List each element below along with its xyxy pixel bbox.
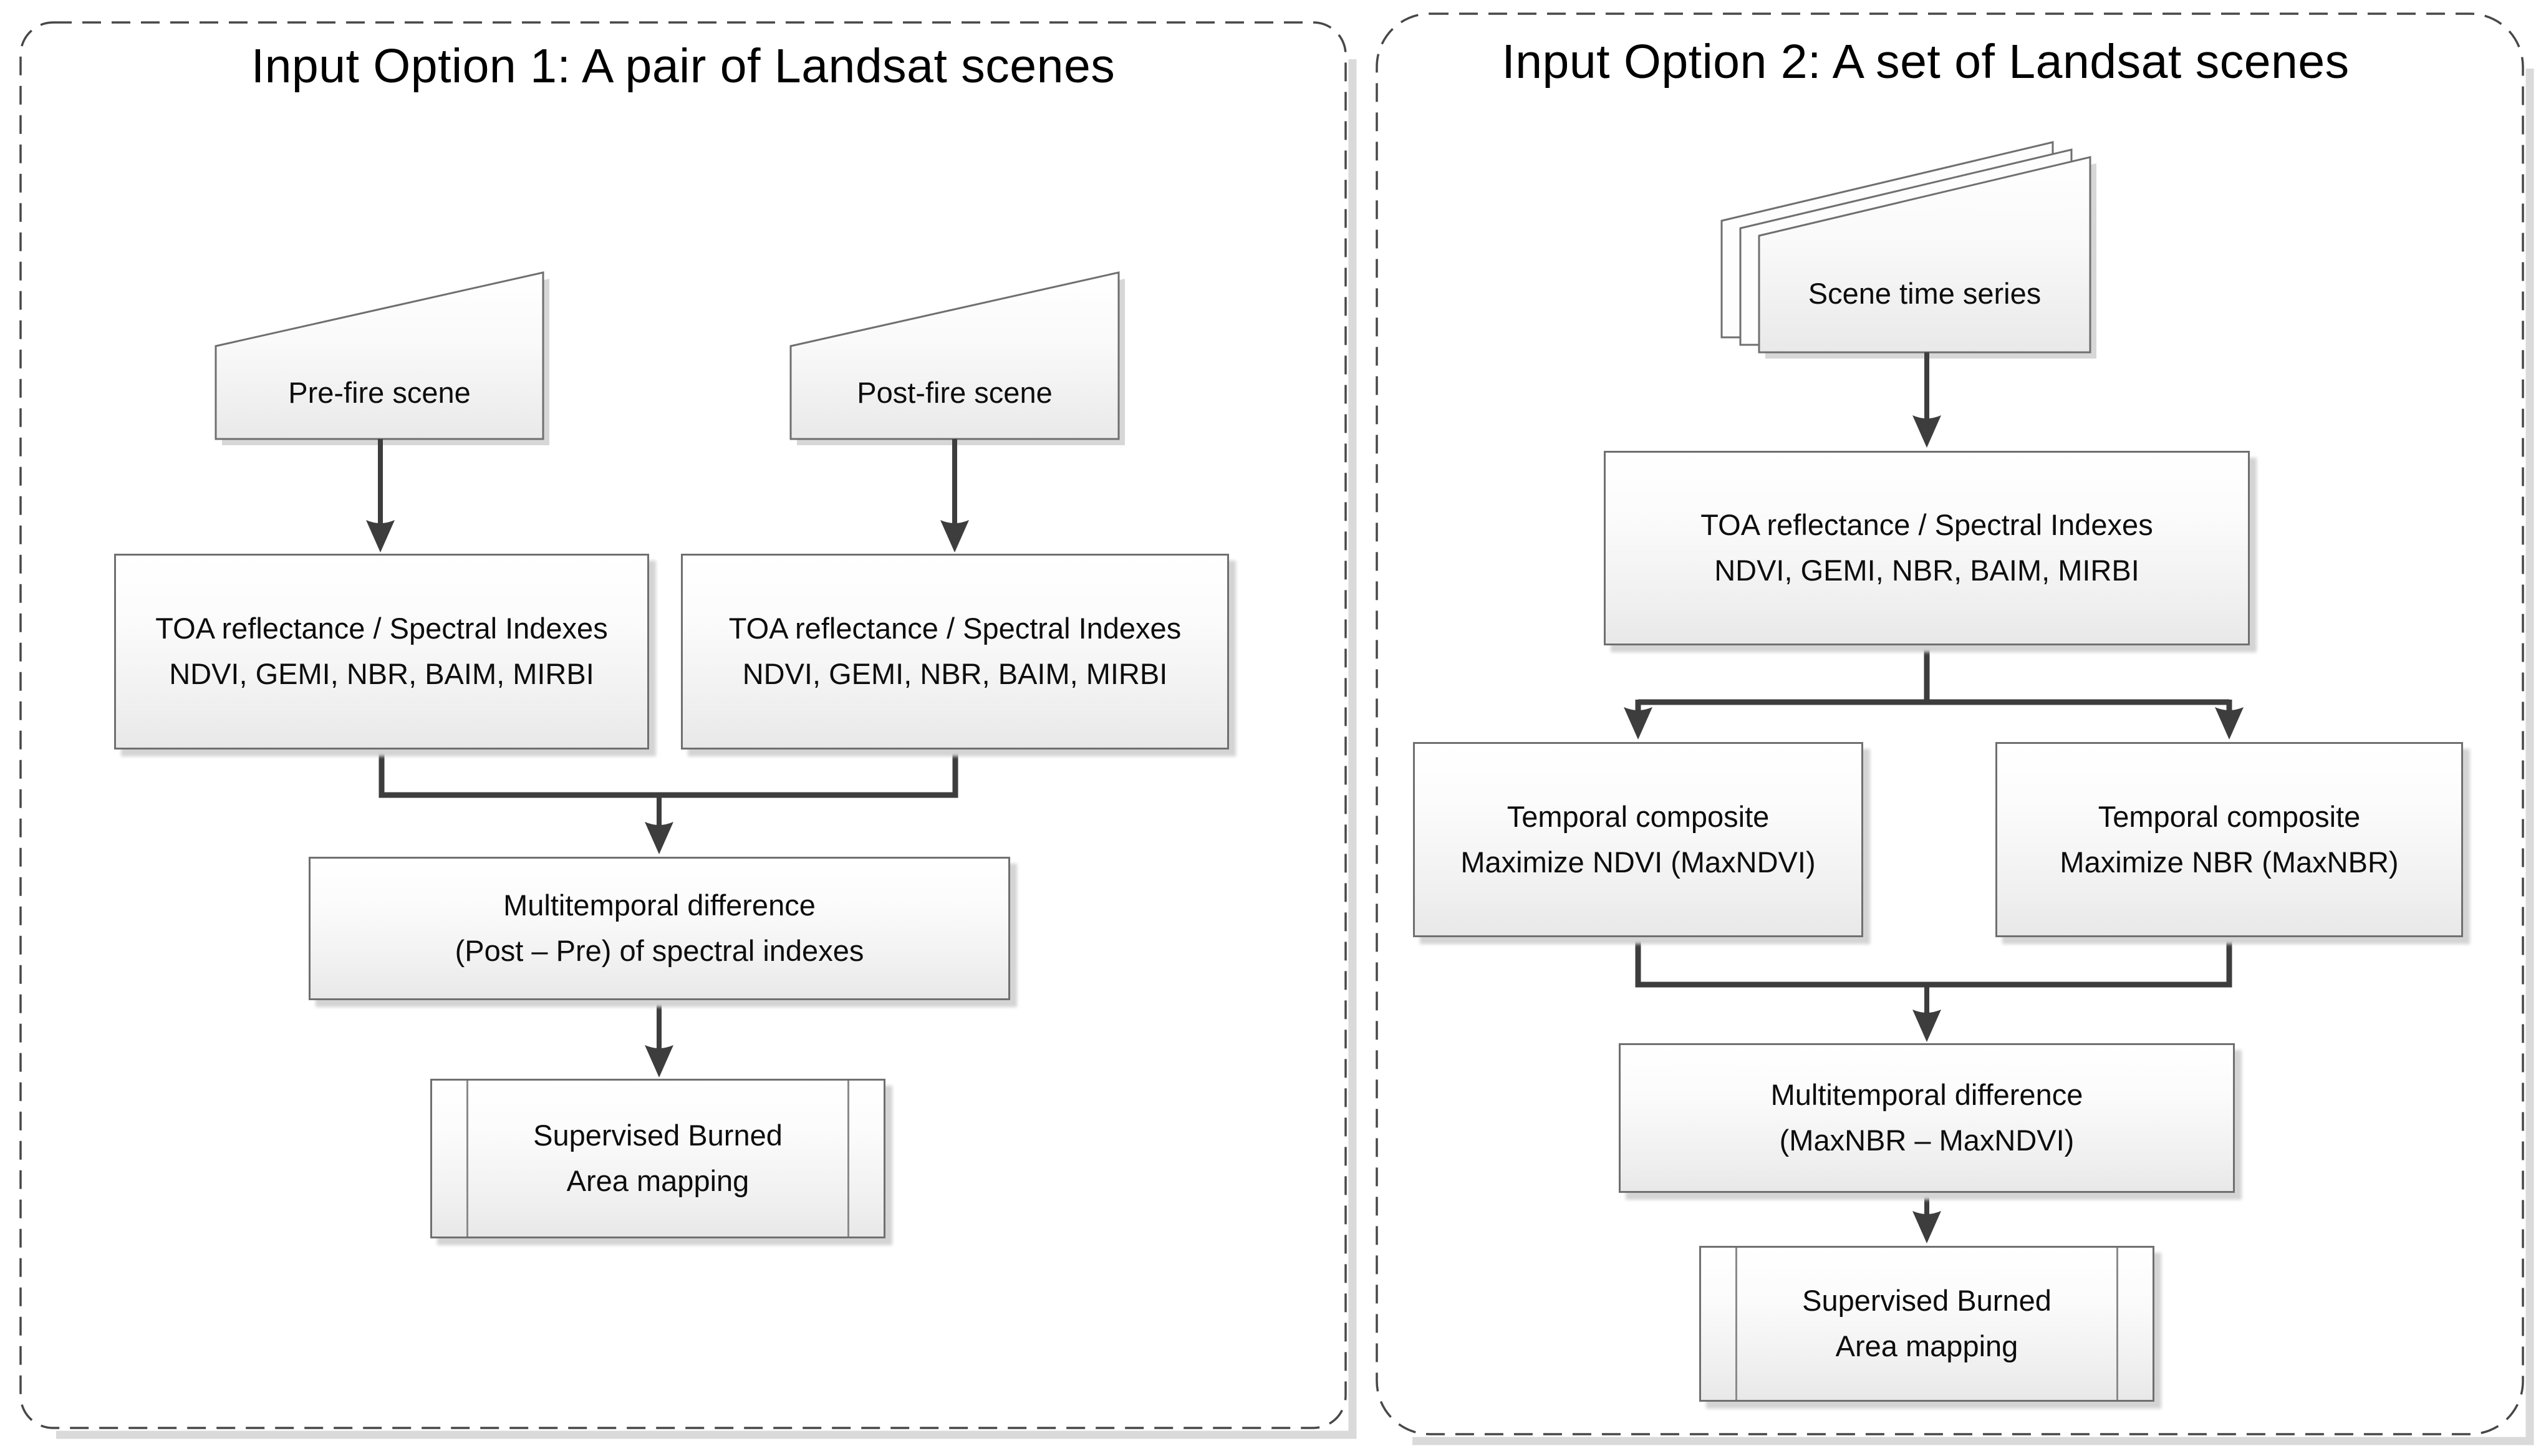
- arrowhead-difference-to-supervised-p2: [1912, 1211, 1941, 1243]
- node-difference-p1-label: Multitemporal difference (Post – Pre) of…: [455, 889, 864, 967]
- node-supervised-p2-label: Supervised Burned Area mapping: [1802, 1284, 2052, 1362]
- connector-composite-merge-p2: [1635, 937, 2232, 988]
- scene-stack-label: Scene time series: [1808, 276, 2042, 310]
- node-toa-p2: TOA reflectance / Spectral Indexes NDVI,…: [1604, 451, 2250, 645]
- panel1-shadow: [56, 59, 1357, 1439]
- node-toa-right: TOA reflectance / Spectral Indexes NDVI,…: [681, 554, 1229, 750]
- panel2-title: Input Option 2: A set of Landsat scenes: [1502, 35, 2350, 89]
- node-supervised-p1: Supervised Burned Area mapping: [430, 1079, 885, 1238]
- connector-toa-split-p2: [1635, 645, 2232, 711]
- node-max-ndvi-label: Temporal composite Maximize NDVI (MaxNDV…: [1460, 799, 1816, 879]
- node-toa-left: TOA reflectance / Spectral Indexes NDVI,…: [114, 554, 649, 750]
- node-supervised-p1-label: Supervised Burned Area mapping: [533, 1119, 783, 1197]
- postfire-card-label: Post-fire scene: [857, 376, 1053, 409]
- node-supervised-p2: Supervised Burned Area mapping: [1699, 1246, 2154, 1402]
- panel1-title: Input Option 1: A pair of Landsat scenes: [251, 39, 1116, 93]
- postfire-card-shape: [789, 271, 1120, 440]
- panel2-shadow: [1412, 69, 2534, 1445]
- arrowhead-merge-to-difference-p1: [645, 822, 673, 854]
- predefined-process-bar-left-p2: [1735, 1248, 1737, 1400]
- predefined-process-bar-right-p2: [2116, 1248, 2118, 1400]
- prefire-card-shape: [215, 271, 544, 440]
- arrowhead-split-to-maxndvi: [1624, 707, 1652, 740]
- node-max-ndvi: Temporal composite Maximize NDVI (MaxNDV…: [1413, 742, 1863, 937]
- node-toa-right-label: TOA reflectance / Spectral Indexes NDVI,…: [728, 612, 1182, 690]
- predefined-process-bar-right-p1: [847, 1081, 849, 1237]
- node-difference-p2: Multitemporal difference (MaxNBR – MaxND…: [1619, 1043, 2235, 1193]
- node-toa-left-label: TOA reflectance / Spectral Indexes NDVI,…: [155, 612, 608, 690]
- scene-stack-card-front: [1758, 156, 2091, 354]
- predefined-process-bar-left-p1: [466, 1081, 468, 1237]
- node-difference-p2-label: Multitemporal difference (MaxNBR – MaxND…: [1770, 1078, 2083, 1157]
- arrowhead-difference-to-supervised-p1: [645, 1045, 673, 1078]
- arrowhead-prefire-to-toa: [366, 520, 395, 552]
- arrowhead-split-to-maxnbr: [2215, 707, 2244, 740]
- prefire-card-label: Pre-fire scene: [288, 376, 471, 409]
- arrowhead-postfire-to-toa: [940, 520, 969, 552]
- node-max-nbr: Temporal composite Maximize NBR (MaxNBR): [1995, 742, 2463, 937]
- arrowhead-scenes-to-toa: [1912, 415, 1941, 448]
- node-max-nbr-label: Temporal composite Maximize NBR (MaxNBR): [2060, 799, 2399, 879]
- node-difference-p1: Multitemporal difference (Post – Pre) of…: [309, 857, 1010, 1000]
- connector-toa-merge-p1: [378, 750, 958, 798]
- arrowhead-merge-to-difference-p2: [1912, 1010, 1941, 1042]
- node-toa-p2-label: TOA reflectance / Spectral Indexes NDVI,…: [1700, 508, 2153, 587]
